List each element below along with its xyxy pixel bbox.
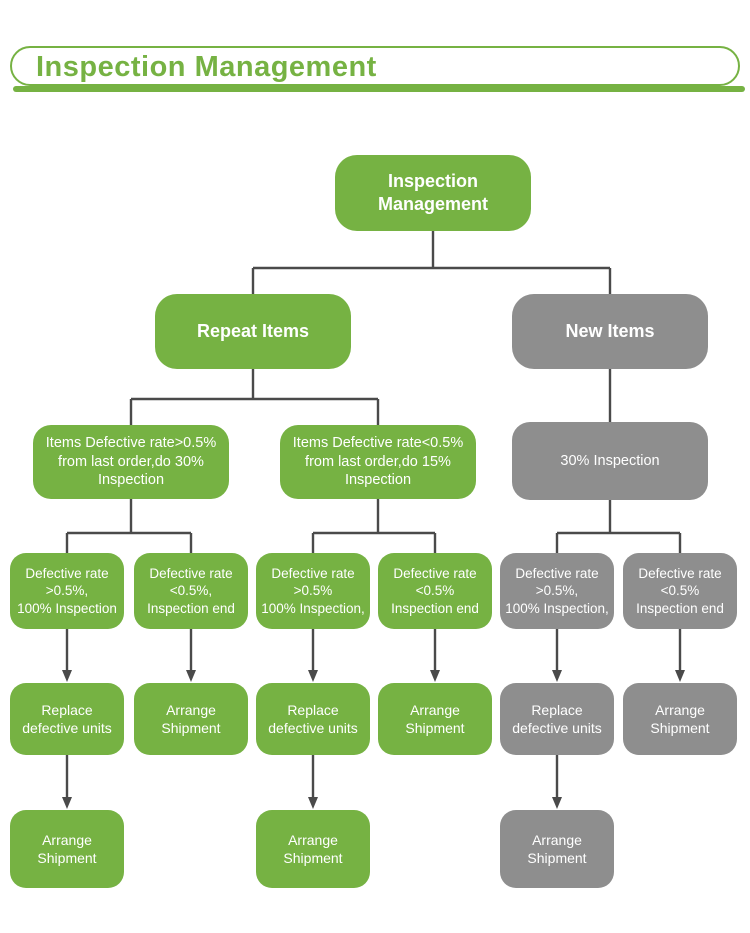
connector-repeatlow-children: [311, 499, 437, 553]
node-rate30-low-label: Defective rate <0.5%, Inspection end: [147, 565, 235, 616]
node-replace-defective-units-3: Replace defective units: [500, 683, 614, 755]
node-new-items: New Items: [512, 294, 708, 369]
connector-repeat-children: [129, 369, 380, 425]
node-arrange-shipment-2: Arrange Shipment: [378, 683, 492, 755]
node-replace-defective-units-1-label: Replace defective units: [22, 701, 112, 736]
node-ratenew-low-inspection-end: Defective rate <0.5% Inspection end: [623, 553, 737, 629]
arrowhead-icon: [186, 670, 196, 682]
node-arrange-shipment-3: Arrange Shipment: [623, 683, 737, 755]
arrowhead-icon: [552, 797, 562, 809]
node-replace-defective-units-2: Replace defective units: [256, 683, 370, 755]
node-repeat-items: Repeat Items: [155, 294, 351, 369]
node-arrange-shipment-2-label: Arrange Shipment: [405, 701, 465, 736]
node-rate30-low-inspection-end: Defective rate <0.5%, Inspection end: [134, 553, 248, 629]
header-underline-bar: [13, 86, 745, 92]
arrowhead-icon: [62, 797, 72, 809]
arrowhead-icon: [308, 670, 318, 682]
node-ratenew-low-label: Defective rate <0.5% Inspection end: [636, 565, 724, 616]
node-final-arrange-shipment-3-label: Arrange Shipment: [527, 831, 587, 866]
node-rate15-low-label: Defective rate <0.5% Inspection end: [391, 565, 479, 616]
node-final-arrange-shipment-2: Arrange Shipment: [256, 810, 370, 888]
node-replace-defective-units-3-label: Replace defective units: [512, 701, 602, 736]
header-outline: Inspection Management: [10, 46, 740, 86]
connector-new30-children: [555, 500, 682, 553]
page-title: Inspection Management: [36, 51, 377, 83]
node-rate15-high-label: Defective rate >0.5% 100% Inspection,: [261, 565, 365, 616]
connector-root-branches: [251, 231, 612, 294]
node-final-arrange-shipment-1: Arrange Shipment: [10, 810, 124, 888]
node-inspection-management-label: Inspection Management: [377, 170, 489, 214]
node-repeat-items-label: Repeat Items: [196, 320, 310, 341]
node-final-arrange-shipment-2-label: Arrange Shipment: [283, 831, 343, 866]
node-repeat-defective-rate-high: Items Defective rate>0.5% from last orde…: [33, 425, 229, 499]
arrowhead-icon: [62, 670, 72, 682]
node-ratenew-high-100-inspection: Defective rate >0.5%, 100% Inspection,: [500, 553, 614, 629]
arrowhead-icon: [430, 670, 440, 682]
node-arrange-shipment-3-label: Arrange Shipment: [650, 701, 710, 736]
node-replace-defective-units-2-label: Replace defective units: [268, 701, 358, 736]
node-rate15-low-inspection-end: Defective rate <0.5% Inspection end: [378, 553, 492, 629]
node-rate15-high-100-inspection: Defective rate >0.5% 100% Inspection,: [256, 553, 370, 629]
arrowhead-icon: [552, 670, 562, 682]
node-final-arrange-shipment-3: Arrange Shipment: [500, 810, 614, 888]
node-repeat-defective-rate-low: Items Defective rate<0.5% from last orde…: [280, 425, 476, 499]
node-rate30-high-label: Defective rate >0.5%, 100% Inspection: [17, 565, 117, 616]
node-repeat-defective-rate-low-label: Items Defective rate<0.5% from last orde…: [292, 434, 464, 489]
node-new-30-percent-inspection: 30% Inspection: [512, 422, 708, 500]
node-final-arrange-shipment-1-label: Arrange Shipment: [37, 831, 97, 866]
node-inspection-management: Inspection Management: [335, 155, 531, 231]
node-replace-defective-units-1: Replace defective units: [10, 683, 124, 755]
connector-repeathigh-children: [65, 499, 193, 553]
node-new-items-label: New Items: [565, 320, 655, 341]
node-repeat-defective-rate-high-label: Items Defective rate>0.5% from last orde…: [45, 434, 217, 489]
node-new-30-percent-inspection-label: 30% Inspection: [560, 452, 660, 469]
arrowhead-icon: [675, 670, 685, 682]
node-arrange-shipment-1: Arrange Shipment: [134, 683, 248, 755]
arrowhead-icon: [308, 797, 318, 809]
node-arrange-shipment-1-label: Arrange Shipment: [161, 701, 221, 736]
node-ratenew-high-label: Defective rate >0.5%, 100% Inspection,: [505, 565, 609, 616]
node-rate30-high-100-inspection: Defective rate >0.5%, 100% Inspection: [10, 553, 124, 629]
